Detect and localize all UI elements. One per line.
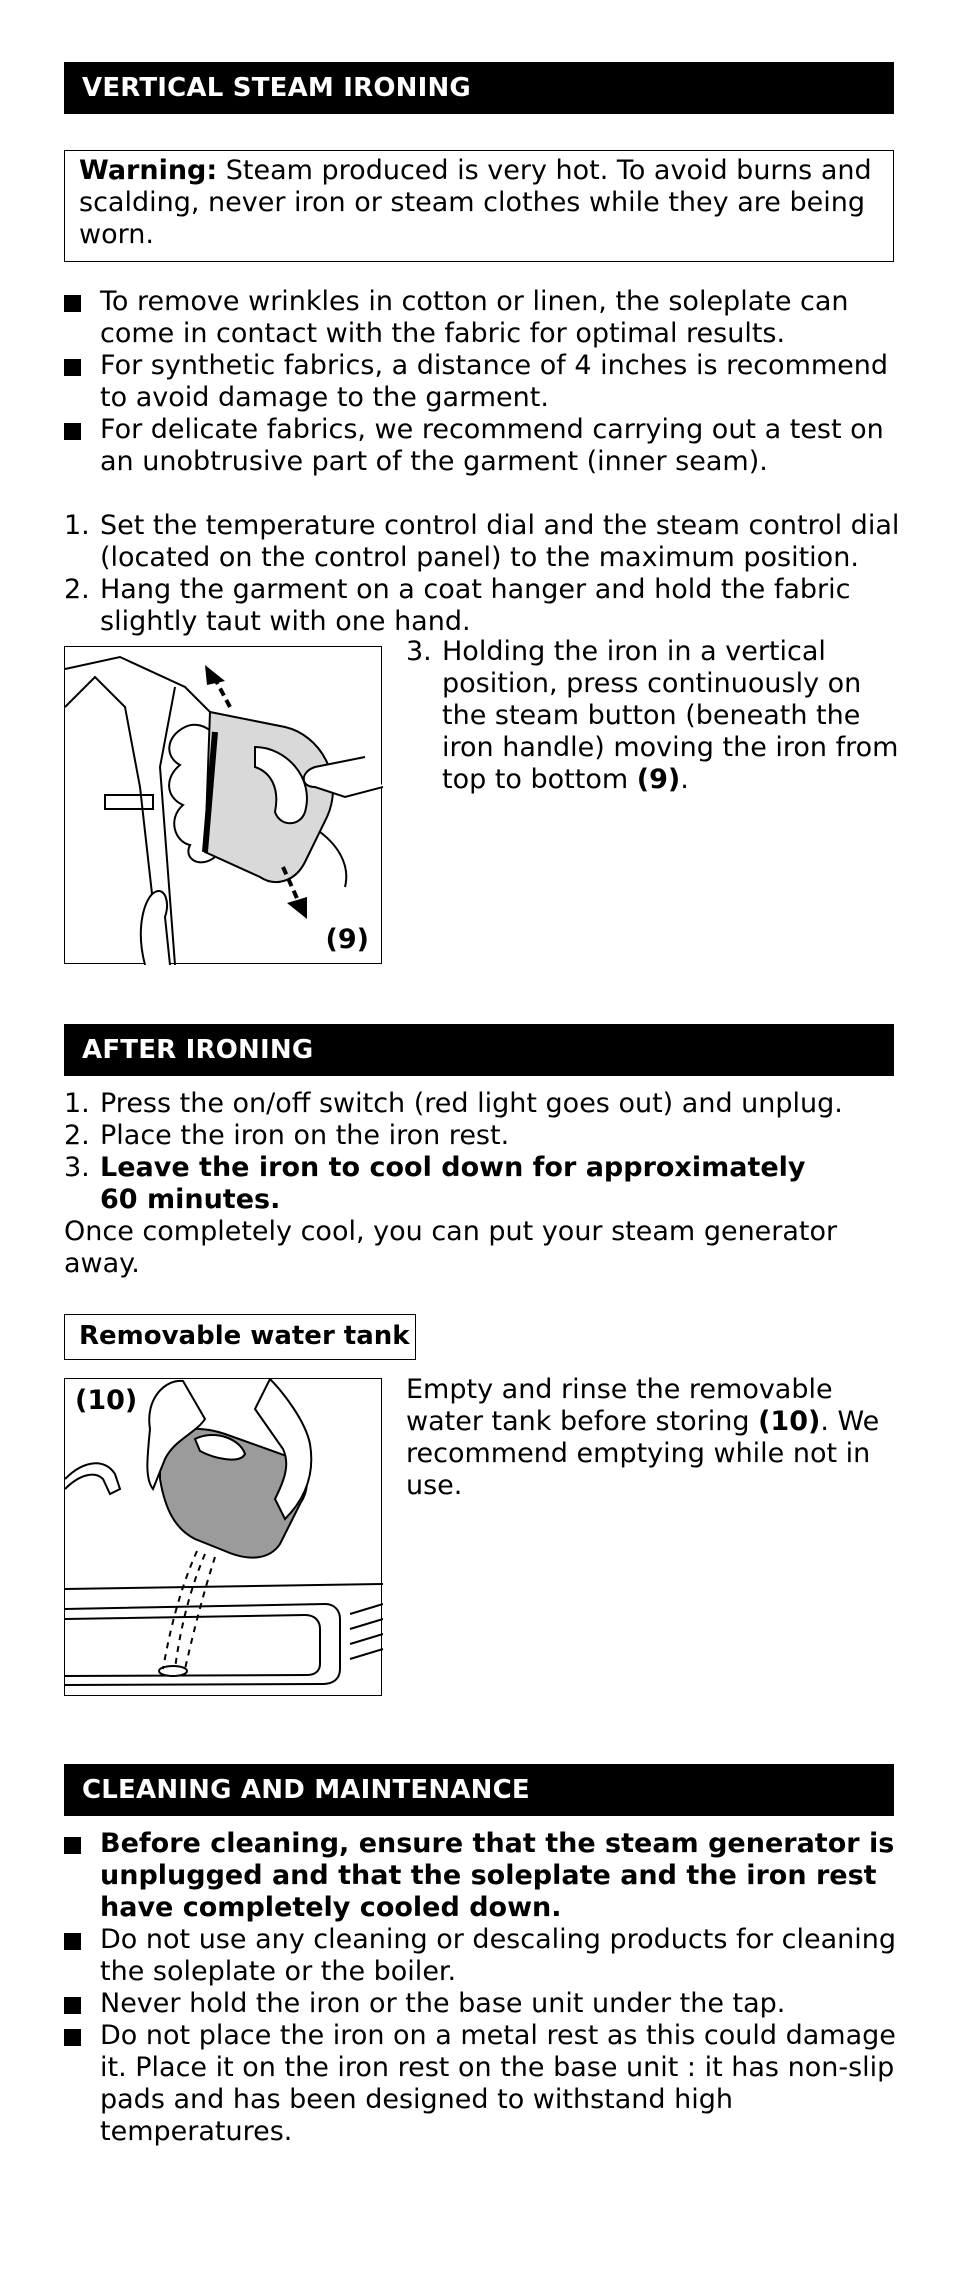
step-text-body: Holding the iron in a vertical position,… bbox=[442, 636, 899, 795]
figure-label-10: (10) bbox=[75, 1385, 138, 1416]
bullet-text: To remove wrinkles in cotton or linen, t… bbox=[100, 286, 849, 349]
figure-water-tank: (10) bbox=[64, 1378, 383, 1696]
bullet-square-icon bbox=[64, 1933, 81, 1950]
closing-text: Once completely cool, you can put your s… bbox=[64, 1216, 838, 1279]
figure-vertical-ironing: (9) bbox=[64, 646, 383, 965]
bullet-square-icon bbox=[64, 1837, 81, 1854]
bullet-square-icon bbox=[64, 423, 81, 440]
warning-text: Steam produced is very hot. To avoid bur… bbox=[79, 155, 872, 250]
step-number: 3. bbox=[406, 636, 432, 667]
water-tank-illustration bbox=[65, 1379, 383, 1686]
step-number: 2. bbox=[64, 574, 90, 605]
tank-figure-ref: (10) bbox=[758, 1406, 821, 1437]
step-number: 3. bbox=[64, 1152, 90, 1183]
step-number: 1. bbox=[64, 1088, 90, 1119]
step-text: Set the temperature control dial and the… bbox=[100, 510, 900, 573]
vertical-ironing-illustration bbox=[65, 655, 383, 965]
section-header-cleaning-maintenance: CLEANING AND MAINTENANCE bbox=[64, 1764, 894, 1816]
bullet-text: Never hold the iron or the base unit und… bbox=[100, 1988, 786, 2019]
tank-text-part2: . We recommend emptying while not in use… bbox=[406, 1406, 880, 1501]
step-text: Holding the iron in a vertical position,… bbox=[442, 636, 906, 796]
tank-instructions: Empty and rinse the removable water tank… bbox=[406, 1374, 906, 1502]
bullet-text: Before cleaning, ensure that the steam g… bbox=[100, 1828, 895, 1923]
subheader-removable-water-tank: Removable water tank bbox=[64, 1314, 416, 1360]
bullet-square-icon bbox=[64, 1997, 81, 2014]
step-text: Hang the garment on a coat hanger and ho… bbox=[100, 574, 851, 637]
step-number: 1. bbox=[64, 510, 90, 541]
step-text: Leave the iron to cool down for approxim… bbox=[100, 1152, 806, 1215]
bullet-text: For delicate fabrics, we recommend carry… bbox=[100, 414, 884, 477]
step-text-end: . bbox=[680, 764, 689, 795]
step-number: 2. bbox=[64, 1120, 90, 1151]
step-text: Press the on/off switch (red light goes … bbox=[100, 1088, 843, 1119]
tank-text-part1: Empty and rinse the removable water tank… bbox=[406, 1374, 833, 1437]
bullet-square-icon bbox=[64, 359, 81, 376]
bullet-text: For synthetic fabrics, a distance of 4 i… bbox=[100, 350, 889, 413]
warning-box: Warning: Steam produced is very hot. To … bbox=[64, 150, 894, 262]
bullet-text: Do not use any cleaning or descaling pro… bbox=[100, 1924, 897, 1987]
bullet-text: Do not place the iron on a metal rest as… bbox=[100, 2020, 896, 2147]
figure-label-9: (9) bbox=[325, 924, 369, 955]
bullet-square-icon bbox=[64, 2029, 81, 2046]
warning-label: Warning: bbox=[79, 155, 218, 186]
step-figure-ref: (9) bbox=[636, 764, 681, 795]
section-header-vertical-steam-ironing: VERTICAL STEAM IRONING bbox=[64, 62, 894, 114]
step-text: Place the iron on the iron rest. bbox=[100, 1120, 510, 1151]
section-header-after-ironing: AFTER IRONING bbox=[64, 1024, 894, 1076]
bullet-square-icon bbox=[64, 295, 81, 312]
